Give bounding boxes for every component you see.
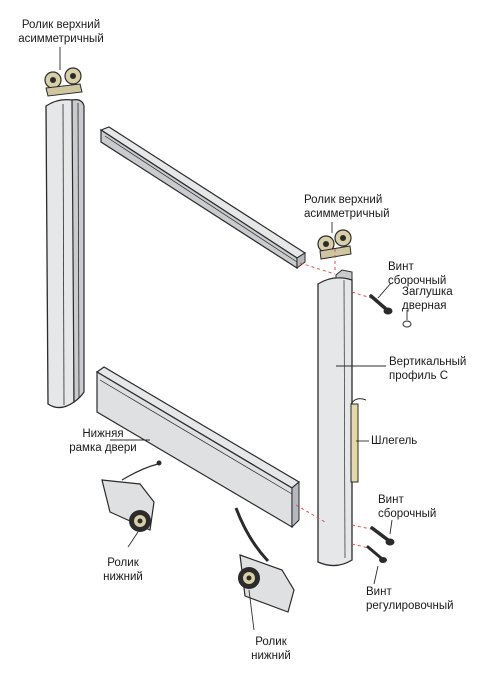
right-vertical-profile: [317, 269, 353, 567]
label-line: Шлегель: [371, 435, 418, 447]
shlegel-strip: [350, 398, 367, 483]
label-line: асимметричный: [18, 33, 104, 45]
label-line: асимметричный: [304, 208, 390, 220]
alignment-dashes: [295, 249, 372, 549]
label-roller-top-right: Ролик верхний асимметричный: [304, 193, 390, 221]
label-door-plug: Заглушка дверная: [402, 285, 453, 313]
label-line: Ролик верхний: [21, 19, 101, 31]
label-line: Заглушка: [402, 286, 453, 298]
label-line: Ролик верхний: [304, 194, 383, 206]
label-line: сборочный: [388, 275, 447, 287]
label-line: Винт: [378, 494, 404, 506]
adjusting-screw: [366, 545, 387, 563]
label-shlegel: Шлегель: [371, 434, 417, 448]
label-screw-assembly-top: Винт сборочный: [388, 260, 446, 288]
label-line: нижний: [103, 571, 143, 583]
label-screw-adjust: Винт регулировочный: [366, 585, 454, 613]
label-line: Нижняя: [82, 428, 124, 440]
label-roller-top-left: Ролик верхний асимметричный: [6, 18, 116, 46]
label-vertical-profile: Вертикальный профиль С: [389, 355, 466, 383]
bottom-left-roller: [101, 460, 162, 532]
label-line: Вертикальный: [389, 356, 467, 368]
top-horizontal-frame: [99, 126, 307, 270]
label-screw-assembly-bottom: Винт сборочный: [378, 493, 436, 521]
label-line: сборочный: [378, 508, 437, 520]
leader-lines: [59, 47, 408, 631]
label-line: Винт: [388, 261, 414, 273]
top-right-roller: [317, 229, 352, 260]
label-bottom-frame: Нижняя рамка двери: [58, 427, 148, 455]
bottom-horizontal-frame: [95, 366, 301, 529]
label-roller-bottom-left: Ролик нижний: [88, 556, 158, 584]
label-line: нижний: [251, 650, 291, 662]
label-line: дверная: [402, 300, 447, 312]
top-left-roller: [44, 67, 83, 97]
door-plug: [402, 320, 412, 328]
label-line: Винт: [366, 586, 392, 598]
assembly-screw-bottom: [370, 526, 395, 546]
bottom-right-roller: [234, 507, 295, 613]
label-roller-bottom-right: Ролик нижний: [236, 635, 306, 663]
label-line: рамка двери: [69, 442, 137, 454]
assembly-screw-top: [369, 294, 393, 315]
left-vertical-profile: [45, 98, 85, 409]
label-line: Ролик: [255, 636, 287, 648]
label-line: регулировочный: [366, 600, 454, 612]
label-line: профиль С: [389, 370, 449, 382]
label-line: Ролик: [107, 557, 139, 569]
